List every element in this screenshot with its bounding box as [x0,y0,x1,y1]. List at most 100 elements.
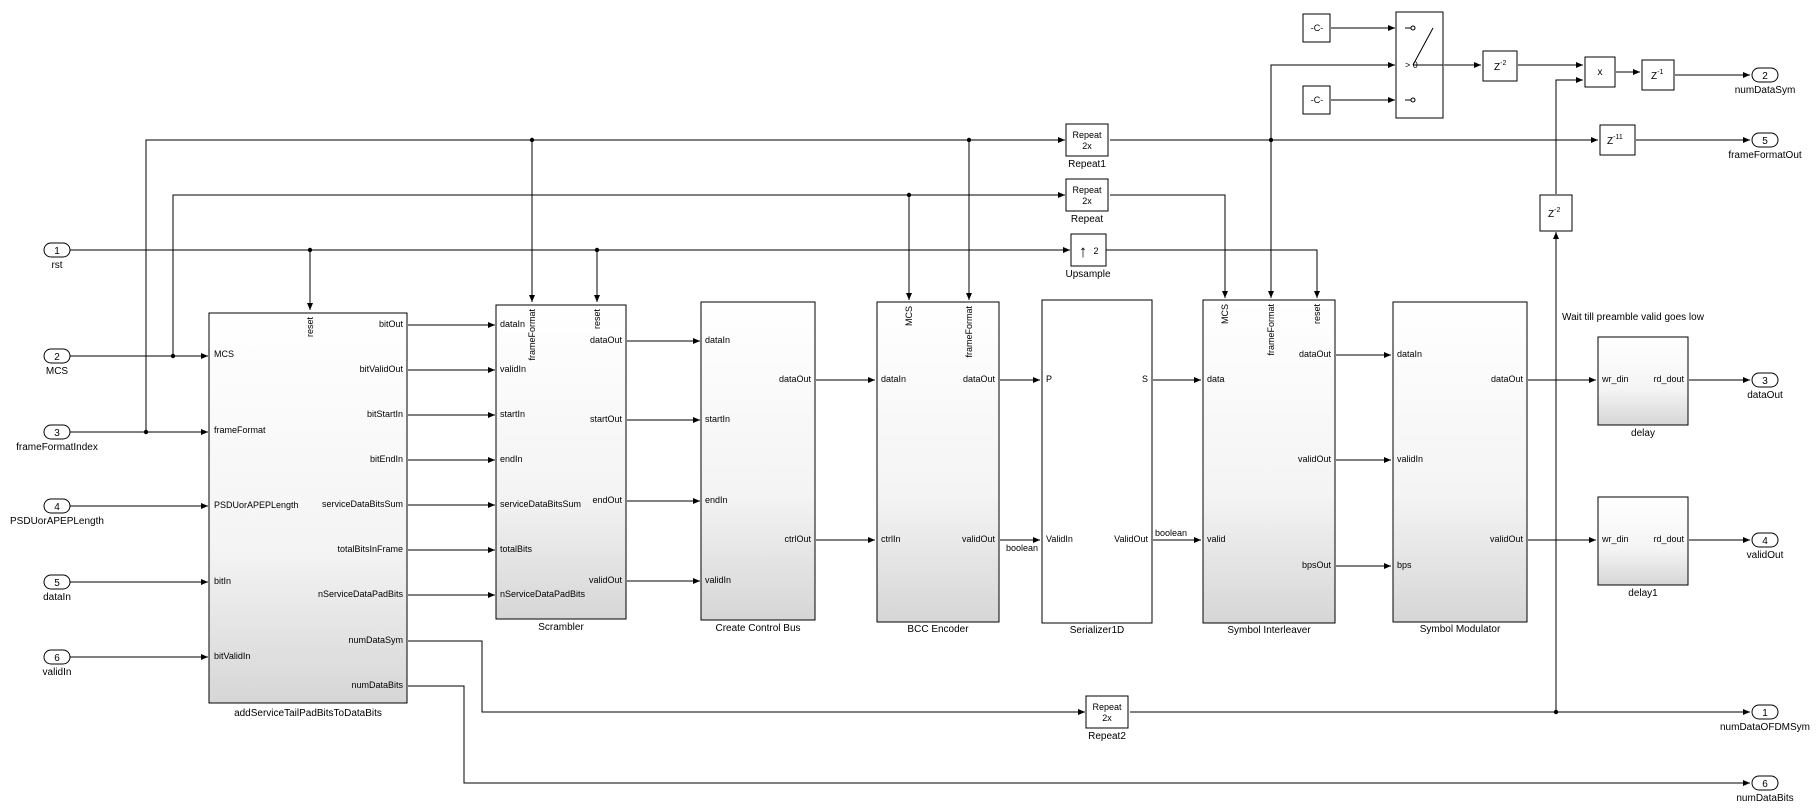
junction [966,137,972,143]
signal-lines [66,25,1750,786]
port-label: ctrlOut [784,534,811,544]
wire-mcs-branch [172,192,1065,356]
delay-z-exp: -2 [1500,60,1506,67]
block-name: Create Control Bus [715,623,800,634]
wire-upsample-to-int-reset [1093,249,1320,298]
block-symbol-interleaver[interactable]: data valid MCS frameFormat reset dataOut… [1202,299,1336,636]
port-label: MCS [1220,304,1230,324]
block-symbol-modulator[interactable]: dataIn validIn bps dataOut validOut Symb… [1392,301,1528,635]
block-text: Repeat [1072,130,1102,140]
port-label: P [1046,374,1052,384]
block-bcc-encoder[interactable]: dataIn ctrlIn MCS frameFormat dataOut va… [876,301,1000,635]
port-label: rd_dout [1653,374,1684,384]
delay-z-exp: -1 [1657,69,1663,76]
port-label: validIn [500,364,526,374]
inport-rst[interactable]: 1 rst [43,242,71,271]
inport-mcs[interactable]: 2 MCS [43,348,71,377]
port-label: frameFormat [527,309,537,361]
port-label: endIn [705,495,728,505]
outport-number: 6 [1762,779,1768,790]
inport-number: 4 [54,502,60,513]
delay-z-exp: -2 [1554,207,1560,214]
signal-label-boolean: boolean [1006,543,1038,553]
outport-label: frameFormatOut [1728,150,1802,161]
port-label: validIn [1397,454,1423,464]
outport-number: 2 [1762,71,1768,82]
inport-validin[interactable]: 6 validIn [43,649,72,678]
port-label: dataIn [705,335,730,345]
block-create-control-bus[interactable]: dataIn startIn endIn validIn dataOut ctr… [700,301,816,634]
port-label: validOut [962,534,996,544]
outports: 2 numDataSym 5 frameFormatOut 3 dataOut … [1720,67,1810,804]
outport-frameformatout[interactable]: 5 frameFormatOut [1728,132,1802,161]
port-label: numDataSym [348,635,403,645]
port-label: PSDUorAPEPLength [214,500,299,510]
port-label: endIn [500,454,523,464]
block-serializer1d[interactable]: P ValidIn S ValidOut Serializer1D [1041,299,1153,636]
inport-label: rst [51,260,62,271]
block-text: -C- [1311,23,1324,33]
block-delay-z11[interactable]: Z-11 [1599,124,1636,156]
port-label: wr_din [1601,534,1629,544]
port-label: numDataBits [351,680,403,690]
block-delay[interactable]: wr_din rd_dout delay [1597,336,1689,439]
port-label: bitIn [214,576,231,586]
block-name: Upsample [1065,269,1110,280]
port-label: bps [1397,560,1412,570]
block-name: Scrambler [538,622,584,633]
junction-dots [143,137,1559,715]
port-label: validOut [1298,454,1332,464]
junction [906,192,912,198]
block-product[interactable]: x [1584,56,1616,88]
block-repeat1[interactable]: Repeat 2x Repeat1 [1065,123,1109,170]
outport-label: numDataOFDMSym [1720,722,1810,733]
port-label: bitValidOut [360,364,404,374]
block-constant-1[interactable]: -C- [1302,13,1331,43]
port-label: MCS [214,349,234,359]
port-label: serviceDataBitsSum [322,499,403,509]
port-label: bitEndIn [370,454,403,464]
junction [1268,137,1274,143]
signal-label-boolean: boolean [1155,528,1187,538]
inport-label: MCS [46,366,69,377]
outport-numdatabits[interactable]: 6 numDataBits [1736,775,1794,804]
wire-ff-to-switch [1270,62,1395,140]
port-label: dataOut [1299,349,1332,359]
block-delay-z2-b[interactable]: Z-2 [1539,194,1573,232]
outport-numdataofdmsym[interactable]: 1 numDataOFDMSym [1720,704,1810,733]
inport-label: validIn [43,667,72,678]
port-label: wr_din [1601,374,1629,384]
block-text: 2x [1102,713,1112,723]
outport-label: validOut [1747,550,1784,561]
block-repeat2[interactable]: Repeat 2x Repeat2 [1085,695,1129,742]
block-delay-z1[interactable]: Z-1 [1641,59,1675,91]
block-switch[interactable]: > 0 [1395,11,1444,119]
annotation-text: Wait till preamble valid goes low [1562,312,1705,323]
inport-datain[interactable]: 5 dataIn [43,574,71,603]
block-delay-z2-a[interactable]: Z-2 [1482,50,1518,82]
wire-numdatabits [408,685,1750,786]
port-label: serviceDataBitsSum [500,499,581,509]
block-name: Repeat [1071,214,1103,225]
delay-z-base: Z [1548,209,1554,220]
inport-psduorapeplength[interactable]: 4 PSDUorAPEPLength [10,498,104,527]
block-name: addServiceTailPadBitsToDataBits [234,708,382,719]
outport-validout[interactable]: 4 validOut [1747,532,1784,561]
block-constant-2[interactable]: -C- [1302,85,1331,115]
block-delay1[interactable]: wr_din rd_dout delay1 [1597,496,1689,599]
block-scrambler[interactable]: dataIn validIn startIn endIn serviceData… [495,304,627,633]
port-label: dataIn [500,319,525,329]
outport-numdatasym[interactable]: 2 numDataSym [1735,67,1796,96]
outport-dataout[interactable]: 3 dataOut [1747,372,1783,401]
junction [307,247,313,253]
junction [143,429,149,435]
switch-arm [1412,27,1434,66]
block-name: Serializer1D [1070,625,1124,636]
block-add-service-tail-pad-bits[interactable]: MCS frameFormat PSDUorAPEPLength bitIn b… [208,312,408,719]
port-label: dataIn [881,374,906,384]
port-label: MCS [904,306,914,326]
delay-z-base: Z [1651,71,1657,82]
block-repeat[interactable]: Repeat 2x Repeat [1065,178,1109,225]
inport-frameformatindex[interactable]: 3 frameFormatIndex [16,424,98,453]
block-upsample[interactable]: ↑ 2 Upsample [1065,233,1111,280]
